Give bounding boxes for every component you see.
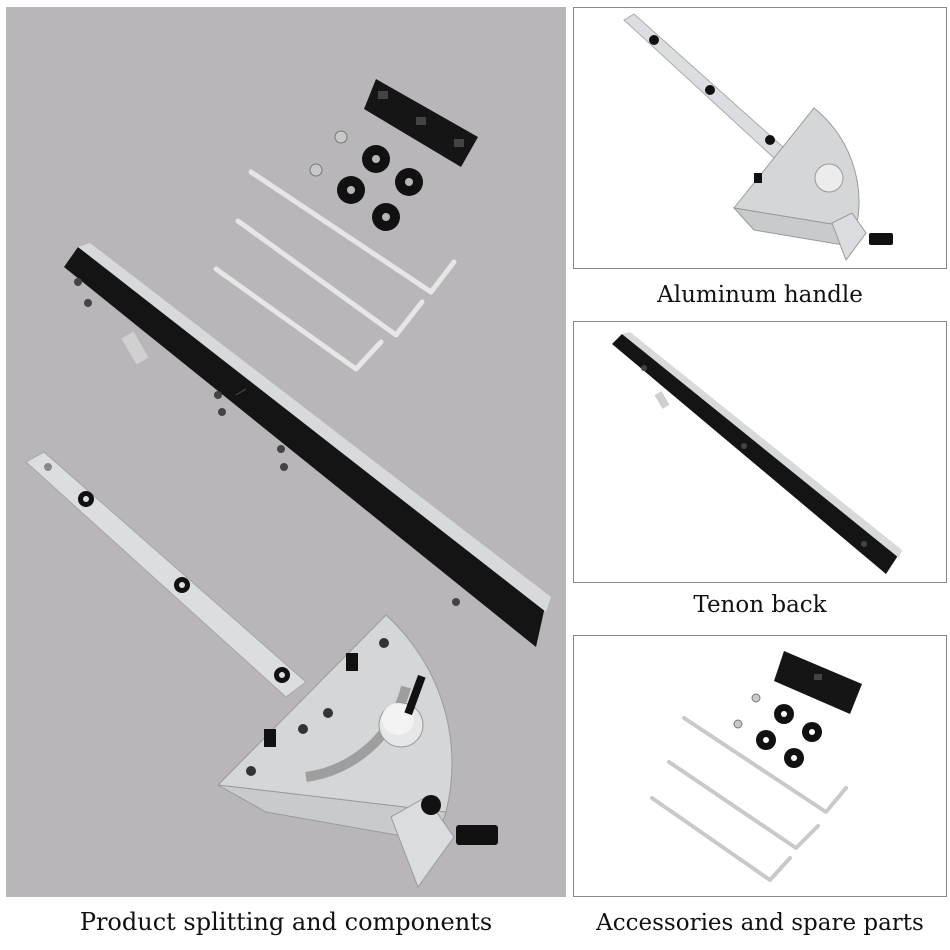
accessories-illustration	[650, 651, 862, 882]
thumbnail-tenon-back	[573, 321, 947, 583]
main-product-photo	[6, 7, 566, 897]
components-illustration	[25, 79, 551, 889]
thumbnail-caption-tenon-back: Tenon back	[693, 592, 827, 618]
clamp-block-icon	[774, 651, 862, 714]
fence-rail-icon	[64, 243, 551, 647]
miter-gauge-icon	[623, 13, 893, 262]
allen-key-icon	[213, 169, 457, 372]
main-caption: Product splitting and components	[79, 908, 493, 936]
fence-rail-icon	[612, 332, 902, 574]
allen-key-icon	[650, 716, 848, 882]
thumbnail-caption-accessories: Accessories and spare parts	[596, 910, 924, 936]
thumbnail-aluminum-handle	[573, 7, 947, 269]
washer-icon	[309, 130, 423, 231]
miter-gauge-icon	[25, 451, 498, 889]
thumbnail-accessories	[573, 635, 947, 897]
clamp-block-icon	[364, 79, 478, 167]
washer-icon	[733, 693, 822, 768]
thumbnail-caption-aluminum-handle: Aluminum handle	[657, 282, 863, 308]
